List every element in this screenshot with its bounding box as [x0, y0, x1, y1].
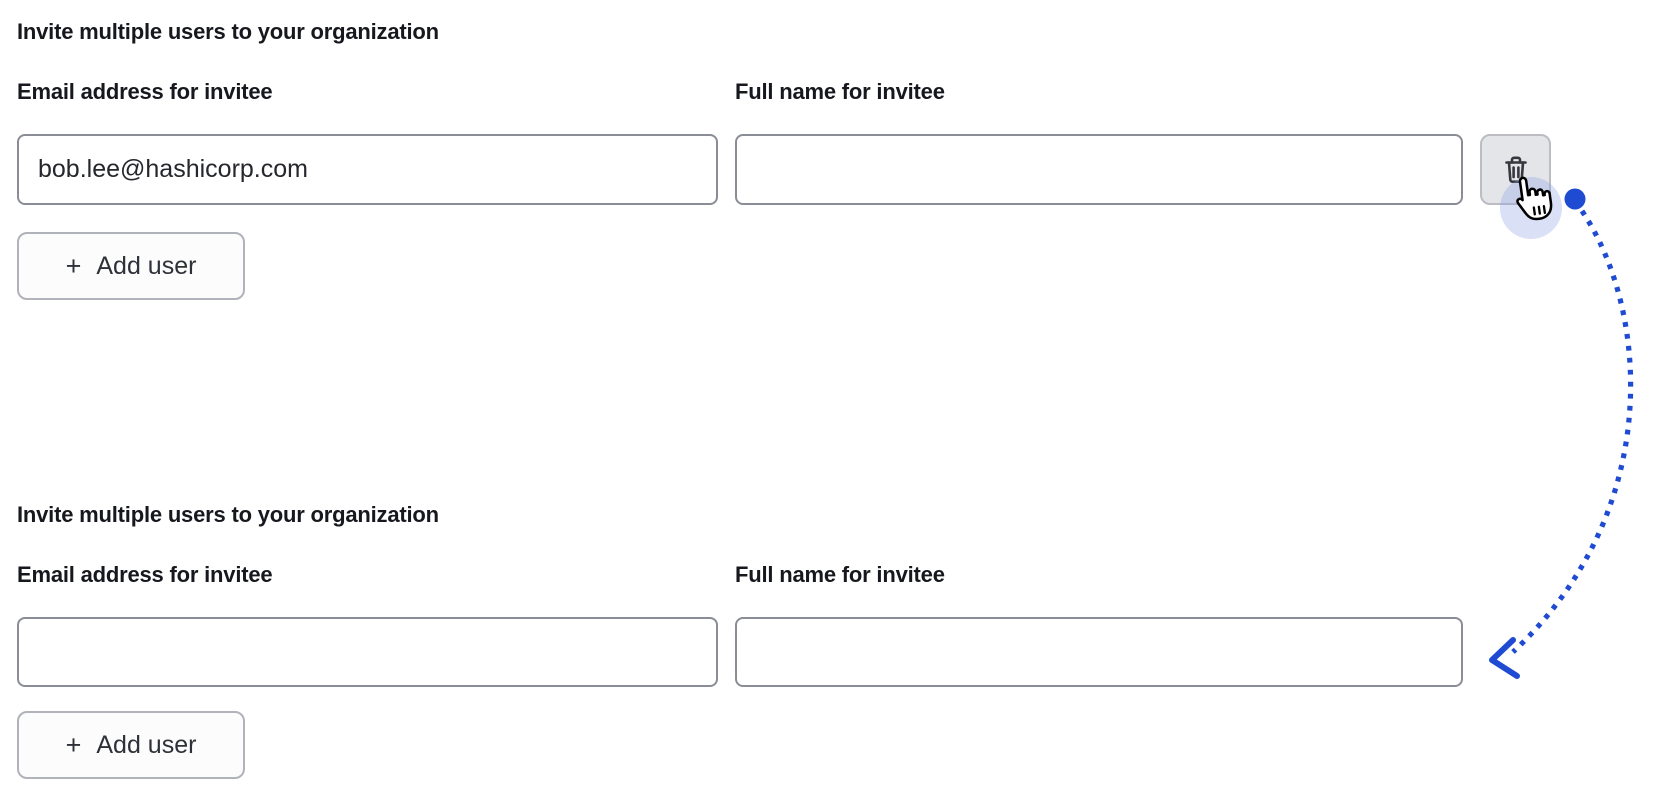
delete-row-button[interactable]	[1480, 134, 1551, 205]
plus-icon: +	[65, 729, 82, 760]
trash-icon	[1499, 153, 1533, 187]
fullname-label: Full name for invitee	[735, 79, 945, 104]
email-label: Email address for invitee	[17, 79, 273, 104]
add-user-button[interactable]: + Add user	[17, 232, 245, 300]
invite-form-block-2: Invite multiple users to your organizati…	[0, 480, 1672, 800]
add-user-label: Add user	[96, 251, 197, 280]
add-user-button[interactable]: + Add user	[17, 711, 245, 779]
plus-icon: +	[65, 250, 82, 281]
fullname-input[interactable]	[735, 134, 1463, 205]
fullname-input[interactable]	[735, 617, 1463, 687]
add-user-label: Add user	[96, 730, 197, 759]
email-input[interactable]	[17, 134, 718, 205]
email-input[interactable]	[17, 617, 718, 687]
section-heading: Invite multiple users to your organizati…	[17, 502, 439, 527]
fullname-label: Full name for invitee	[735, 562, 945, 587]
email-label: Email address for invitee	[17, 562, 273, 587]
invite-form-block-1: Invite multiple users to your organizati…	[17, 19, 1551, 300]
section-heading: Invite multiple users to your organizati…	[17, 19, 439, 44]
